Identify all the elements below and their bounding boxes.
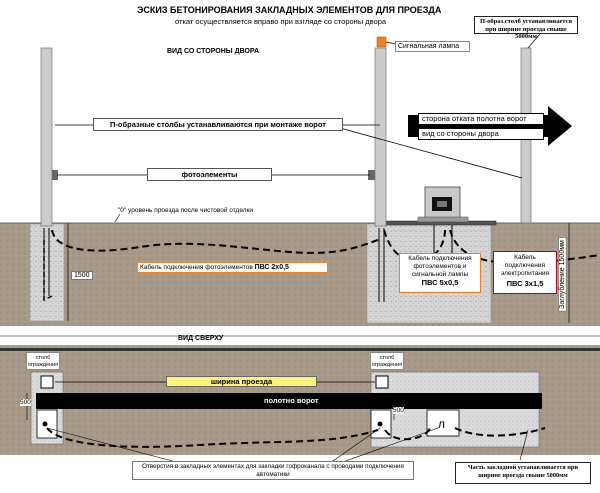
holes-note: Отверстия в закладных элементах для закл… [132,461,414,480]
cable-photo-side [51,229,379,254]
top-hole-left [42,421,48,427]
cable-top-view [46,427,379,448]
photocell-left [52,170,58,180]
cable-signal-label-type: ПВС 5х0,5 [421,278,459,287]
bottom-note: Часть закладной устанавливается при шири… [455,462,591,484]
gate-drive-base [417,216,469,223]
top-post-left [40,375,54,389]
zero-level-leader [114,213,121,223]
cable-power-side [449,229,600,264]
top-fence-line [0,348,600,351]
top-note-leader [527,33,541,49]
post-a-label: столб ограждения [26,352,60,370]
cable-power-label-type: ПВС 3х1,5 [506,279,544,288]
diagram-title: ЭСКИЗ БЕТОНИРОВАНИЯ ЗАКЛАДНЫХ ЭЛЕМЕНТОВ … [137,5,442,15]
diagram-subtitle: откат осуществляется вправо при взгляде … [175,17,387,26]
gate-leaf-label: полотно ворот [264,396,319,405]
cable-post-left-side [43,240,53,302]
cable-power-label-text: Кабель подключения электропитания [500,254,550,277]
left-post-foundation [29,223,65,322]
bottom-note-leader [519,429,529,461]
depth-1500-label: 1500 [71,271,93,280]
cable-signal-label-text: Кабель подключения фотоэлементов и сигна… [408,255,472,278]
cable-photo-label-type: ПВС 2х0,5 [254,264,289,271]
top-note: П-образ.столб устанавливается при ширине… [474,16,578,40]
holes-leader-2 [329,427,381,464]
post-b-label: столб ограждения [370,352,404,370]
photocell-right [368,170,375,180]
cable-signal-label: Кабель подключения фотоэлементов и сигна… [399,253,481,293]
view-top-heading: ВИД СВЕРХУ [178,335,224,342]
yard-view-label: вид со стороны двора [418,128,544,140]
cable-signal-side [383,229,446,262]
depth-1500mm-label: Заглубление 1500мм [557,237,567,312]
top-gate-leaf [36,393,542,409]
cable-top-view-2 [384,427,431,441]
zero-level-label: "0" уровень проезда после чистовой отдел… [117,207,255,214]
cable-top-view-3 [454,427,546,437]
cable-photo-label-text: Кабель подключения фотоэлементов [140,264,255,271]
dim-500-left: 500 [20,399,31,406]
signal-lamp-label: Сигнальная лампа [395,41,470,52]
u-posts-label: П-образные столбы устанавливаются при мо… [93,118,343,131]
view-yard-heading: ВИД СО СТОРОНЫ ДВОРА [167,48,260,55]
top-drive-unit [426,409,460,437]
top-hole-center [377,421,383,427]
signal-lamp-icon [376,36,387,48]
holes-leader-3 [339,427,439,464]
top-drive-symbol: л [438,417,445,431]
top-post-center [375,375,389,389]
cable-photo-label: Кабель подключения фотоэлементов ПВС 2х0… [137,262,328,273]
holes-leader-1 [46,427,181,464]
left-post [40,47,53,227]
signal-lamp-leader [385,41,397,45]
dim-500-right: 500 [393,407,404,414]
gate-drive-window [437,201,447,207]
u-posts-leader-right [339,127,523,179]
passage-width-label: ширина проезда [166,376,317,387]
center-post [374,47,387,227]
rollback-arrow-icon [408,106,572,146]
rollback-side-label: сторона отката полотна ворот [418,113,544,125]
photo-elements-label: фотоэлементы [147,168,272,181]
